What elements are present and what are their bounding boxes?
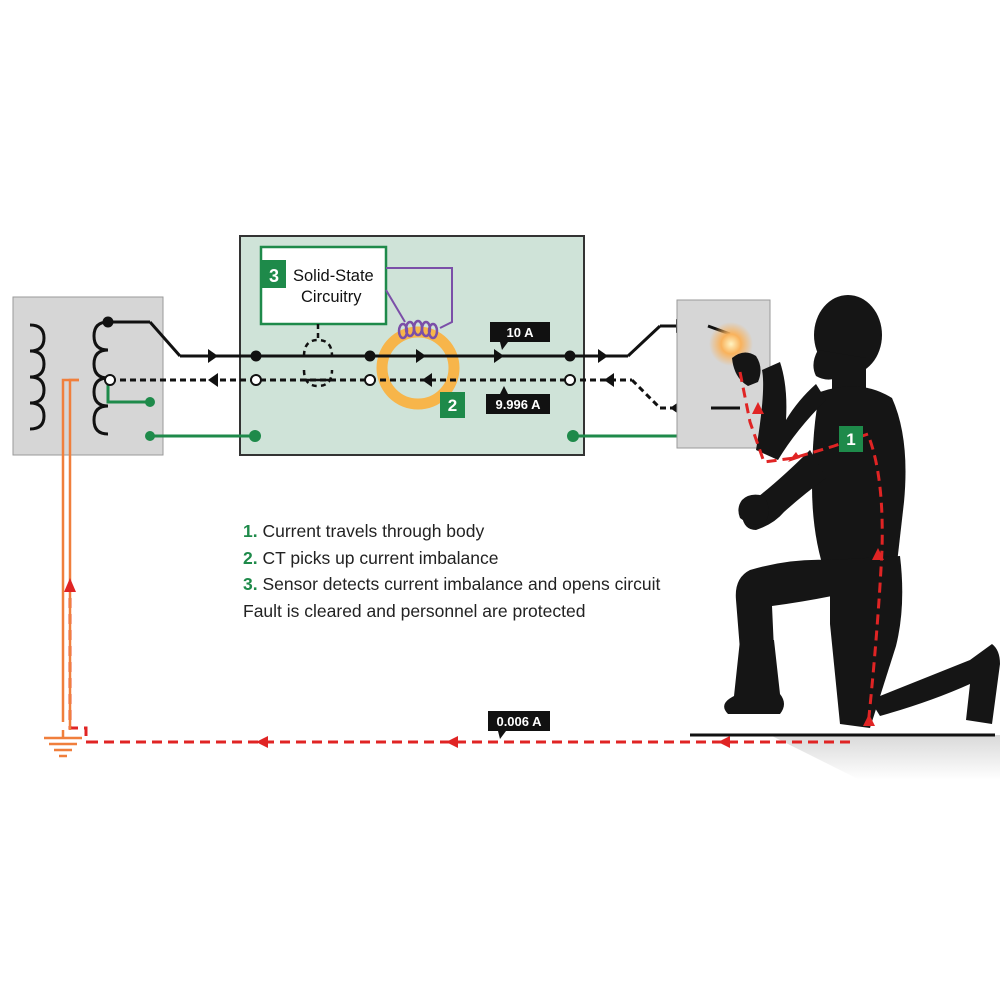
legend-text-1: Current travels through body xyxy=(257,521,485,541)
neutral-current-label: 9.996 A xyxy=(495,397,541,412)
hot-current-label: 10 A xyxy=(507,325,535,340)
legend: 1. Current travels through body 2. CT pi… xyxy=(243,518,660,624)
legend-item-2: 2. CT picks up current imbalance xyxy=(243,545,660,572)
kneeling-person-silhouette xyxy=(724,295,1000,780)
legend-item-1: 1. Current travels through body xyxy=(243,518,660,545)
fault-current-tag xyxy=(488,711,550,739)
legend-footer: Fault is cleared and personnel are prote… xyxy=(243,600,586,621)
gfci-panel xyxy=(239,235,585,456)
ct-ring xyxy=(376,326,460,410)
legend-number-3: 3. xyxy=(243,574,258,594)
ground-symbol-icon xyxy=(44,730,82,758)
body-badge xyxy=(839,426,863,452)
legend-text-2: CT picks up current imbalance xyxy=(257,547,499,568)
body-badge-number: 1 xyxy=(846,430,855,449)
current-transformer-coil-icon xyxy=(397,319,439,340)
circuitry-label-line2: Circuitry xyxy=(301,288,362,306)
legend-item-3: 3. Sensor detects current imbalance and … xyxy=(243,571,660,598)
legend-number-2: 2. xyxy=(243,547,258,568)
hot-current-tag xyxy=(490,322,550,350)
circuitry-badge: 3 xyxy=(269,266,279,286)
hot-conductor xyxy=(108,320,704,358)
ct-badge-number: 2 xyxy=(448,396,457,415)
fault-current-label: 0.006 A xyxy=(496,714,542,729)
legend-text-3: Sensor detects current imbalance and ope… xyxy=(257,574,661,594)
ground-conductor xyxy=(61,378,79,730)
circuitry-label-line1: Solid-State xyxy=(293,267,374,285)
sense-lead xyxy=(386,267,453,329)
solid-state-circuitry-box xyxy=(259,245,388,326)
legend-number-1: 1. xyxy=(243,521,258,541)
neutral-current-tag xyxy=(486,386,550,414)
ct-badge xyxy=(440,392,465,418)
